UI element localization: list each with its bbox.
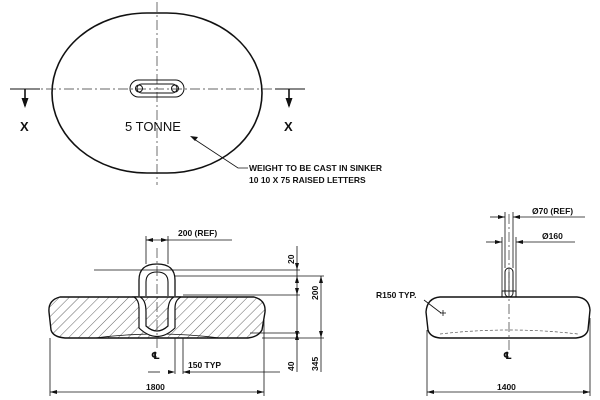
dim-overall-length-text: 1800 [146,382,165,392]
radius-note-text: R150 TYP. [376,290,416,300]
dim-lug-top-text: 20 [286,254,296,264]
lifting-lug [131,296,182,338]
dim-vertical-outer [319,276,323,372]
section-marker-right: X [275,88,305,134]
section-marker-left: X [10,88,40,134]
dim-bottom-text: 40 [286,361,296,371]
dim-lug-offset-text: 150 TYP [188,360,221,370]
section-letter-left: X [20,119,29,134]
dim-overall-width [426,318,591,396]
slot-end-right [171,84,179,93]
side-view: ℄ Ø70 (REF) Ø160 R150 TYP. [376,206,591,396]
dim-boss-text: Ø160 [542,231,563,241]
note-line-2: 10 10 X 75 RAISED LETTERS [249,175,366,185]
dim-bar-ref [490,212,585,268]
dim-lug-width [145,236,232,264]
dim-bar-ref-text: Ø70 (REF) [532,206,573,216]
dim-lug-height-text: 200 [310,286,320,300]
dim-vertical-inner [295,246,299,372]
dim-boss [486,237,575,291]
sinker-section-body [48,296,266,339]
weight-label: 5 TONNE [125,119,181,134]
lifting-slot-outline [129,79,185,98]
section-letter-right: X [284,119,293,134]
radius-leader [423,299,446,316]
lug-loop-outer [138,263,176,296]
dim-lug-width-text: 200 (REF) [178,228,217,238]
side-bottom-hidden [439,329,579,335]
note-line-1: WEIGHT TO BE CAST IN SINKER [249,163,382,173]
dim-overall-width-text: 1400 [497,382,516,392]
sinker-side-body [425,296,591,339]
lifting-slot-inner [136,83,178,94]
dim-total-height-text: 345 [310,357,320,371]
side-centerline-symbol: ℄ [503,351,512,362]
dim-overall-length [49,320,265,396]
weight-note-leader [190,136,248,169]
front-section-view: ℄ 200 (REF) 20 40 [48,228,324,396]
plan-view: 5 TONNE X X WEIGHT TO BE CAST IN SINKER … [10,2,382,185]
slot-end-left [135,84,143,93]
front-centerline-symbol: ℄ [151,351,160,362]
